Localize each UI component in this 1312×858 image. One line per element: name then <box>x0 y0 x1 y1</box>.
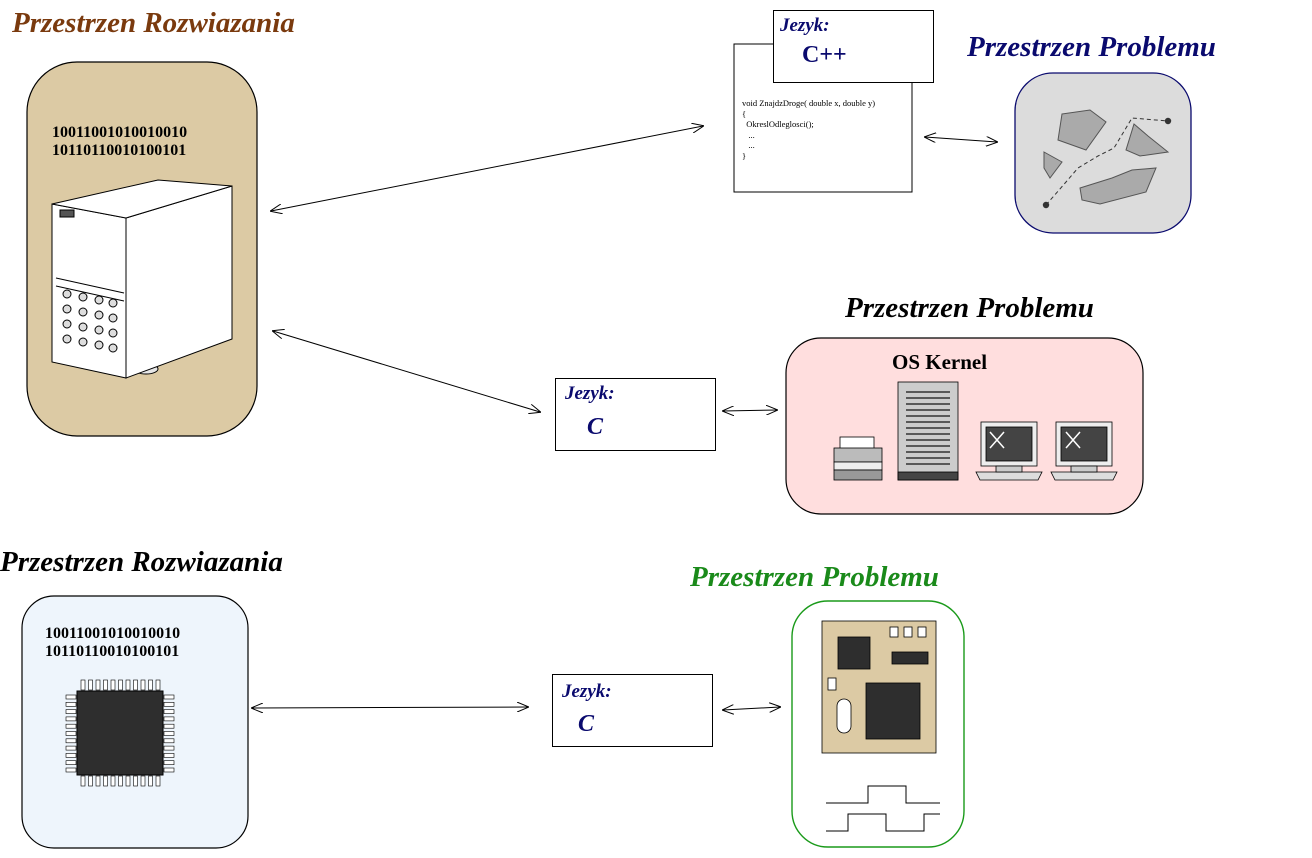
chip-pin <box>140 775 146 787</box>
chip-pin <box>80 775 86 787</box>
solution-title-top: Przestrzen Rozwiazania <box>12 7 295 39</box>
chip-pin <box>148 775 153 787</box>
signal-waveform-icon <box>826 785 940 832</box>
chip-pin <box>133 775 138 787</box>
printer-icon <box>833 436 883 481</box>
arrow-server-to-cpp <box>271 126 703 211</box>
chip-pin <box>148 679 153 691</box>
code-line: ... <box>742 129 755 140</box>
chip-pin <box>163 723 175 729</box>
chip-pin <box>155 679 161 691</box>
kernel-server-icon <box>897 381 959 481</box>
path-map-icon <box>1042 109 1172 209</box>
chip-pin <box>125 679 131 691</box>
arrow-chip-to-c <box>252 707 528 708</box>
binary-code-top: 10011001010010010 10110110010100101 <box>52 124 187 160</box>
chip-pin <box>163 753 175 758</box>
chip-pin <box>65 753 77 758</box>
code-line: { <box>742 108 747 119</box>
chip-pin <box>65 694 77 700</box>
chip-pin <box>125 775 131 787</box>
chip-pin <box>65 723 77 729</box>
chip-pin <box>65 760 77 766</box>
language-label: Jezyk: <box>565 383 615 404</box>
chip-pin <box>155 775 161 787</box>
code-snippet: void ZnajdzDroge( double x, double y) { … <box>742 98 875 161</box>
os-kernel-label: OS Kernel <box>892 350 988 374</box>
chip-pin <box>65 709 77 714</box>
arrow-c-to-board <box>723 707 780 710</box>
problem-title-bottom: Przestrzen Problemu <box>690 561 939 593</box>
chip-pin <box>65 738 77 744</box>
circuit-board-icon <box>821 620 937 754</box>
language-value: C <box>587 414 604 440</box>
chip-pin <box>163 694 175 700</box>
chip-pin <box>133 679 138 691</box>
chip-pin <box>103 679 108 691</box>
code-line: } <box>742 150 747 161</box>
chip-pin <box>88 679 93 691</box>
chip-pin <box>118 775 123 787</box>
language-label: Jezyk: <box>780 15 830 36</box>
chip-pin <box>118 679 123 691</box>
chip-pin <box>65 716 77 722</box>
chip-pin <box>65 701 77 707</box>
chip-pin <box>95 679 101 691</box>
chip-pin <box>88 775 93 787</box>
arrow-server-to-c <box>273 331 540 412</box>
terminal-icon-2 <box>1050 421 1118 481</box>
chip-pin <box>65 745 77 751</box>
binary-line-2: 10110110010100101 <box>52 142 187 159</box>
problem-title-middle: Przestrzen Problemu <box>845 292 1094 324</box>
chip-pin <box>163 731 175 736</box>
chip-pin <box>163 760 175 766</box>
chip-pin <box>163 709 175 714</box>
code-line: void ZnajdzDroge( double x, double y) <box>742 98 876 108</box>
problem-title-top: Przestrzen Problemu <box>967 31 1216 63</box>
chip-pin <box>110 775 116 787</box>
language-box-c-bottom: Jezyk: C <box>552 674 713 747</box>
language-box-cpp: Jezyk: C++ <box>773 10 934 83</box>
binary-line-2: 10110110010100101 <box>45 643 180 660</box>
solution-title-bottom: Przestrzen Rozwiazania <box>0 546 283 578</box>
arrow-cpp-to-map <box>925 137 997 142</box>
arrow-c-to-kernel <box>723 410 777 411</box>
chip-pin <box>163 716 175 722</box>
chip-pin <box>103 775 108 787</box>
chip-pin <box>140 679 146 691</box>
microchip-icon <box>65 679 175 787</box>
chip-pin <box>95 775 101 787</box>
language-value: C++ <box>802 42 847 68</box>
chip-pin <box>163 701 175 707</box>
language-value: C <box>578 711 595 737</box>
binary-line-1: 10011001010010010 <box>45 625 181 642</box>
chip-pin <box>80 679 86 691</box>
chip-pin <box>65 731 77 736</box>
chip-pin <box>163 767 175 773</box>
chip-pin <box>110 679 116 691</box>
code-line: ... <box>742 140 755 150</box>
language-label: Jezyk: <box>562 681 612 702</box>
chip-pin <box>163 738 175 744</box>
chip-pin <box>163 745 175 751</box>
language-box-c-middle: Jezyk: C <box>555 378 716 451</box>
chip-pin <box>65 767 77 773</box>
server-tower-icon <box>51 179 233 379</box>
terminal-icon-1 <box>975 421 1043 481</box>
binary-line-1: 10011001010010010 <box>52 124 188 141</box>
binary-code-bottom: 10011001010010010 10110110010100101 <box>45 625 180 661</box>
connection-arrows <box>252 126 997 710</box>
code-line: OkreslOdleglosci(); <box>742 119 814 129</box>
